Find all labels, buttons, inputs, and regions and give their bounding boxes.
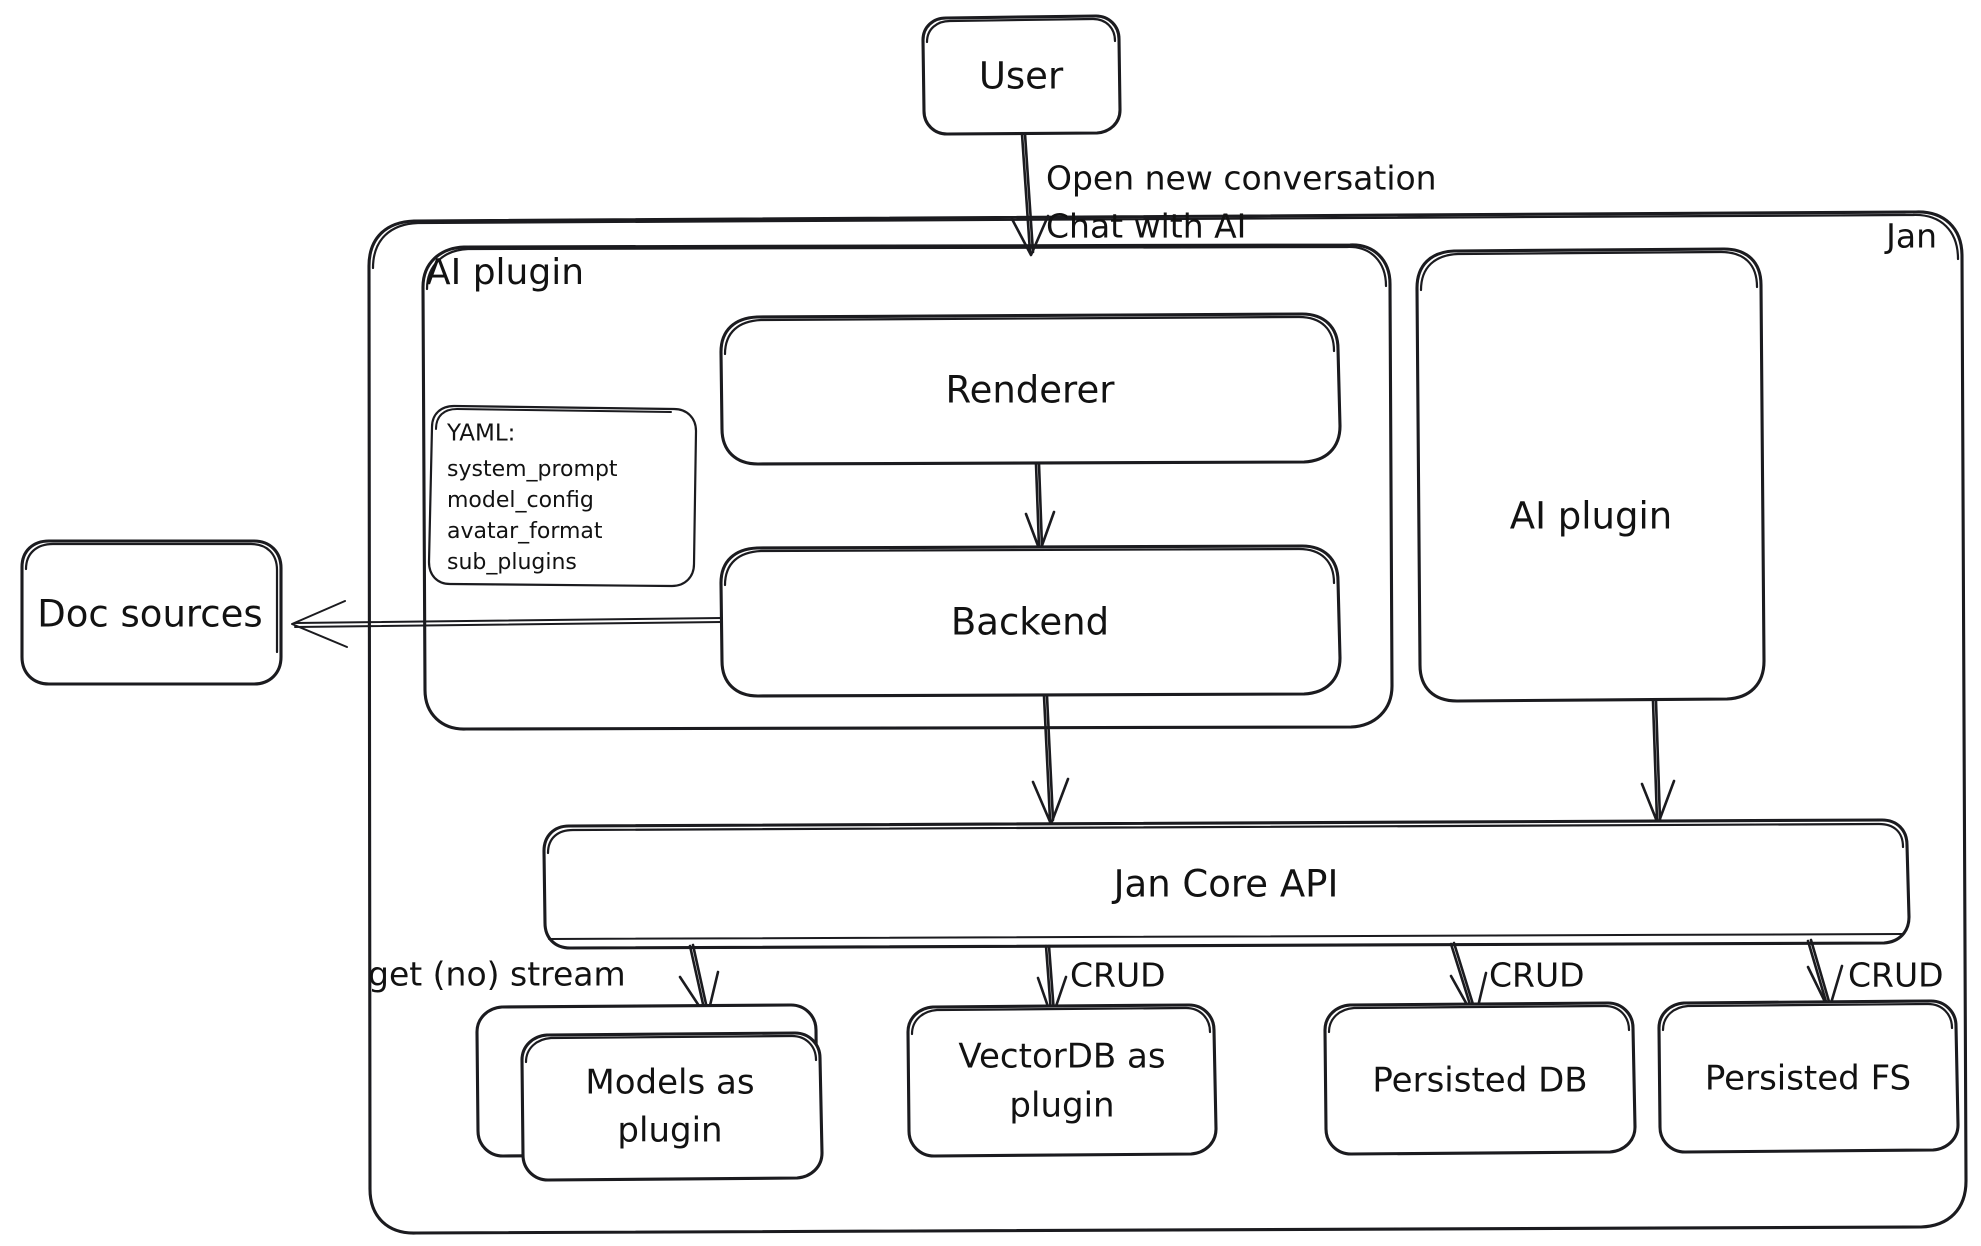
- node-persisted-fs[interactable]: [1657, 999, 1960, 1154]
- node-persisted-fs-label: Persisted FS: [1705, 1059, 1911, 1099]
- node-backend[interactable]: [719, 544, 1342, 698]
- edge-label-chat-with-ai: Chat with AI: [1046, 207, 1246, 246]
- node-persisted-db[interactable]: [1323, 1001, 1637, 1156]
- edge-user-to-renderer: [1010, 132, 1050, 257]
- edge-backend-to-doc-sources: [291, 600, 723, 648]
- container-jan-label: Jan: [1884, 217, 1937, 256]
- note-yaml-heading: YAML:: [446, 421, 515, 447]
- node-persisted-db-label: Persisted DB: [1372, 1061, 1587, 1101]
- node-vectordb-plugin[interactable]: [906, 1003, 1218, 1158]
- node-vectordb-plugin-label-line2: plugin: [1009, 1086, 1114, 1126]
- node-backend-label: Backend: [951, 601, 1109, 644]
- node-jan-core-api[interactable]: [542, 818, 1911, 950]
- edge-label-crud-vectordb: CRUD: [1070, 956, 1166, 995]
- note-yaml-item-2: avatar_format: [447, 519, 603, 544]
- node-models-plugin-label-line1: Models as: [585, 1063, 754, 1103]
- node-renderer-label: Renderer: [946, 369, 1116, 412]
- edge-label-crud-persisted-db: CRUD: [1489, 956, 1585, 995]
- node-ai-plugin-right-label: AI plugin: [1510, 495, 1672, 538]
- edge-label-crud-persisted-fs: CRUD: [1848, 956, 1944, 995]
- note-yaml[interactable]: [427, 404, 698, 588]
- note-yaml-item-0: system_prompt: [447, 457, 618, 482]
- node-vectordb-plugin-label-line1: VectorDB as: [958, 1037, 1165, 1077]
- node-models-plugin[interactable]: [475, 1003, 824, 1182]
- container-ai-plugin-group-label: AI plugin: [426, 252, 584, 293]
- node-user[interactable]: [921, 14, 1122, 136]
- note-yaml-item-1: model_config: [447, 488, 594, 513]
- node-user-label: User: [979, 55, 1064, 98]
- node-models-plugin-label-line2: plugin: [617, 1111, 722, 1151]
- note-yaml-item-3: sub_plugins: [447, 550, 577, 575]
- node-renderer[interactable]: [719, 312, 1342, 466]
- node-doc-sources-label: Doc sources: [37, 593, 262, 636]
- edge-label-get-no-stream: get (no) stream: [368, 955, 626, 994]
- edge-label-open-conversation: Open new conversation: [1046, 159, 1437, 198]
- node-ai-plugin-right[interactable]: [1415, 247, 1766, 703]
- node-doc-sources[interactable]: [20, 539, 283, 686]
- node-jan-core-api-label: Jan Core API: [1112, 863, 1339, 906]
